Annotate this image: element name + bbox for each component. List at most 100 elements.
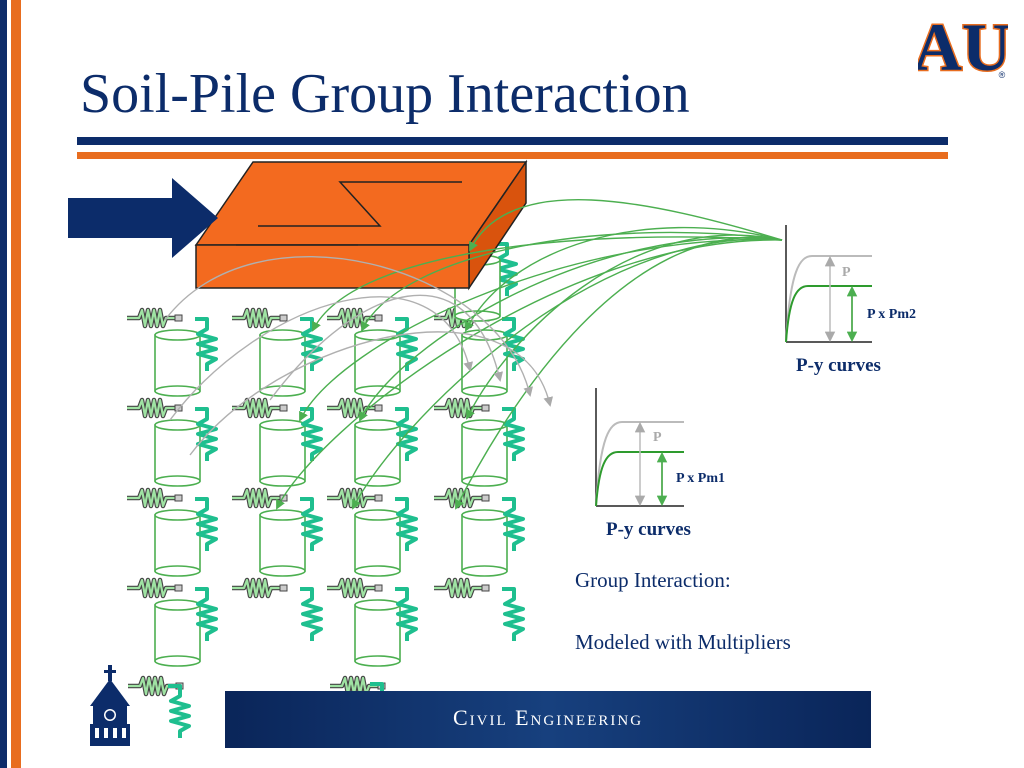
pile: [154, 509, 201, 577]
pile-top: [154, 329, 201, 341]
pile-shaft: [154, 334, 201, 392]
pile-top: [354, 509, 401, 521]
py-lower-caption: P-y curves: [606, 519, 691, 540]
pile-base: [354, 475, 401, 487]
vertical-spring: [395, 317, 418, 371]
horizontal-spring: [127, 577, 183, 599]
pile-base: [461, 385, 508, 397]
interaction-arrow: [299, 238, 783, 422]
horizontal-spring: [127, 307, 183, 329]
interaction-arrow: [469, 199, 783, 252]
pile-base: [461, 565, 508, 577]
pile-top: [354, 329, 401, 341]
vertical-spring: [395, 407, 418, 461]
pile-shaft: [354, 604, 401, 662]
horizontal-spring: [434, 487, 490, 509]
spring-connector: [279, 584, 288, 592]
interaction-arrow-gray: [189, 331, 553, 456]
horizontal-spring: [232, 577, 288, 599]
pile-shaft: [154, 424, 201, 482]
pile-base: [259, 565, 306, 577]
pile-base: [259, 475, 306, 487]
title-rule-navy: [77, 137, 948, 145]
spring-core: [127, 398, 177, 418]
pile-top: [259, 509, 306, 521]
vertical-spring: [300, 317, 323, 371]
spring-connector: [481, 494, 490, 502]
py-upper-caption: P-y curves: [796, 355, 881, 376]
pile-grid: [127, 237, 525, 738]
pile: [354, 509, 401, 577]
vertical-spring: [300, 407, 323, 461]
horizontal-spring: [327, 397, 383, 419]
left-stripe-orange: [11, 0, 21, 768]
horizontal-spring: [232, 307, 288, 329]
pile-shaft: [461, 514, 508, 572]
horizontal-spring: [434, 577, 490, 599]
pile-base: [259, 385, 306, 397]
pile-shaft: [154, 514, 201, 572]
slide-title: Soil-Pile Group Interaction: [80, 63, 690, 125]
spring-connector: [174, 404, 183, 412]
title-rule-orange: [77, 152, 948, 159]
pile-shaft: [461, 424, 508, 482]
logo-text: AU: [918, 9, 1008, 80]
pile-base: [354, 565, 401, 577]
pile-base: [154, 655, 201, 667]
interaction-arrows: [164, 199, 783, 510]
pile-base: [154, 385, 201, 397]
spring-core: [232, 578, 282, 598]
py-upper-curve-unreduced: [785, 255, 872, 343]
pile: [154, 599, 201, 667]
pile: [354, 419, 401, 487]
spring-connector: [279, 314, 288, 322]
py-upper-p-label: P: [842, 265, 851, 280]
vertical-spring: [502, 497, 525, 551]
py-upper-curve-reduced: [785, 285, 872, 343]
pile-top: [354, 599, 401, 611]
interaction-arrow-gray: [164, 256, 533, 397]
interaction-arrow: [312, 236, 783, 332]
spring-connector: [481, 584, 490, 592]
horizontal-spring: [434, 397, 490, 419]
arrow-right-icon: [68, 178, 218, 258]
spring-core: [127, 488, 177, 508]
pile-cap: [194, 159, 528, 291]
interaction-arrow-gray: [169, 296, 473, 421]
spring-connector: [174, 314, 183, 322]
pile: [259, 509, 306, 577]
vertical-spring: [195, 407, 218, 461]
py-upper-pm-label: P x Pm2: [867, 307, 916, 322]
pile-top: [259, 329, 306, 341]
au-logo: AU ®: [918, 8, 1008, 80]
pile-shaft: [354, 514, 401, 572]
pile-base: [154, 475, 201, 487]
py-chart-lower: P P x Pm1 P-y curves: [595, 388, 725, 540]
pile-top: [354, 419, 401, 431]
vertical-spring: [195, 497, 218, 551]
horizontal-spring: [127, 487, 183, 509]
spring-core: [327, 488, 377, 508]
pile-top: [154, 599, 201, 611]
footer-banner: Civil Engineering: [225, 691, 871, 748]
vertical-spring: [168, 684, 191, 738]
pile-top: [154, 509, 201, 521]
vertical-spring: [300, 497, 323, 551]
spring-core: [232, 308, 282, 328]
pile-top: [461, 509, 508, 521]
pile-base: [154, 565, 201, 577]
spring-connector: [374, 404, 383, 412]
pile-base: [354, 385, 401, 397]
spring-core: [127, 578, 177, 598]
spring-connector: [174, 584, 183, 592]
pile-shaft: [154, 604, 201, 662]
horizontal-spring: [327, 487, 383, 509]
pile-cap-front: [195, 244, 470, 289]
interaction-arrow: [466, 234, 783, 420]
spring-connector: [374, 494, 383, 502]
spring-core: [232, 398, 282, 418]
group-interaction-text: Group Interaction:: [575, 568, 731, 592]
clock-tower-icon: [90, 665, 130, 746]
pile: [154, 329, 201, 397]
logo-registered-mark: ®: [999, 70, 1006, 80]
